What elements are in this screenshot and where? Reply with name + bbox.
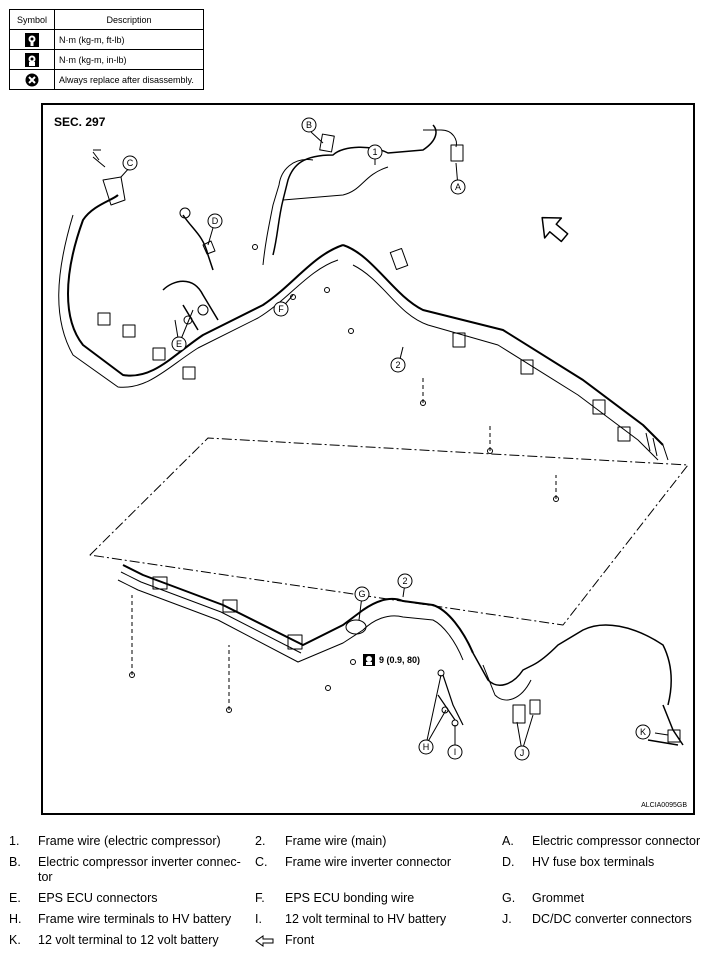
legend-key: 2. <box>255 834 266 848</box>
legend-desc: Grommet <box>532 891 585 905</box>
legend-desc: EPS ECU bonding wire <box>285 891 415 905</box>
callout-a: A <box>455 182 461 192</box>
legend-key: J. <box>502 912 512 926</box>
legend-key: E. <box>9 891 21 905</box>
legend-desc: 12 volt terminal to 12 volt battery <box>38 933 219 947</box>
callout-h: H <box>423 742 430 752</box>
symbol-description: N·m (kg-m, ft-lb) <box>54 29 204 50</box>
callout-d: D <box>212 216 219 226</box>
clip <box>152 347 166 361</box>
legend-desc: Front <box>285 933 315 947</box>
callout-i: I <box>454 747 457 757</box>
symbol-cell <box>9 49 55 70</box>
figure-code: ALCIA0095GB <box>641 802 687 809</box>
callout-g: G <box>358 589 365 599</box>
legend-key: 1. <box>9 834 20 848</box>
symbol-table: Symbol Description N·m (kg-m, ft-lb) N·m… <box>9 9 204 90</box>
front-arrow-icon <box>255 935 274 947</box>
callout-j: J <box>520 748 525 758</box>
clip <box>182 366 196 380</box>
symbol-cell <box>9 69 55 90</box>
legend-key: A. <box>502 834 514 848</box>
symbol-cell <box>9 29 55 50</box>
torque-spec: 9 (0.9, 80) <box>363 654 420 666</box>
connector-j <box>529 699 541 715</box>
section-label: SEC. 297 <box>54 115 106 129</box>
clip <box>222 599 238 613</box>
legend-desc: Frame wire terminals to HV battery <box>38 912 232 926</box>
frame-wire-main-lower <box>122 564 474 654</box>
diagram-frame: SEC. 297 ALCIA0095GB <box>41 103 695 815</box>
legend-desc: Frame wire (electric compressor) <box>38 834 221 848</box>
callout-f: F <box>278 304 284 314</box>
connector-c <box>102 176 126 206</box>
front-arrow-diagram <box>541 216 569 243</box>
callout-k: K <box>640 727 646 737</box>
callout-e: E <box>176 339 182 349</box>
clip <box>287 634 303 650</box>
legend-desc: Frame wire inverter connector <box>285 855 452 869</box>
grommet <box>345 619 367 635</box>
clip <box>97 312 111 326</box>
callout-c: C <box>127 158 134 168</box>
terminal-k <box>667 729 681 743</box>
legend-key: G. <box>502 891 516 905</box>
legend-desc: HV fuse box terminals <box>532 855 655 869</box>
clip <box>592 399 606 415</box>
replace-icon <box>25 73 39 86</box>
legend-key: K. <box>9 933 21 947</box>
frame-wire-left <box>67 194 344 377</box>
clip <box>617 426 631 442</box>
clip <box>122 324 136 338</box>
frame-wire-main-upper-edge <box>352 264 659 461</box>
symbol-header: Symbol <box>9 9 55 30</box>
clip <box>520 359 534 375</box>
clip <box>452 332 466 348</box>
connector-b <box>319 133 335 153</box>
frame-wire-compressor <box>272 124 437 256</box>
legend-desc: 12 volt terminal to HV battery <box>285 912 447 926</box>
legend-key: B. <box>9 855 21 869</box>
legend-key: H. <box>9 912 22 926</box>
symbol-description: Always replace after disassembly. <box>54 69 204 90</box>
torque-inlb-icon <box>25 52 39 67</box>
legend-desc: Electric compressor connector <box>532 834 701 848</box>
legend-desc: Electric compressor inverter connec-tor <box>38 855 241 884</box>
frame-wire-main-upper <box>342 244 664 446</box>
harness-diagram: C D E F B 1 A 2 2 G H I J K 9 (0.9, 80) <box>58 117 689 761</box>
connector-j <box>512 704 526 724</box>
clip <box>152 576 168 590</box>
legend-desc: EPS ECU connectors <box>38 891 158 905</box>
connector-a <box>450 144 464 162</box>
legend-key: C. <box>255 855 268 869</box>
callout-2-bottom: 2 <box>402 576 407 586</box>
legend-key: I. <box>255 912 262 926</box>
callout-b: B <box>306 120 312 130</box>
callout-1: 1 <box>372 147 377 157</box>
description-header: Description <box>54 9 204 30</box>
legend-desc: Frame wire (main) <box>285 834 387 848</box>
torque-ftlb-icon <box>25 32 39 47</box>
legend-key: F. <box>255 891 265 905</box>
callout-2-top: 2 <box>395 360 400 370</box>
symbol-description: N·m (kg-m, in-lb) <box>54 49 204 70</box>
legend-key: D. <box>502 855 515 869</box>
clip <box>389 247 409 271</box>
torque-value: 9 (0.9, 80) <box>379 655 420 665</box>
legend-desc: DC/DC converter connectors <box>532 912 692 926</box>
